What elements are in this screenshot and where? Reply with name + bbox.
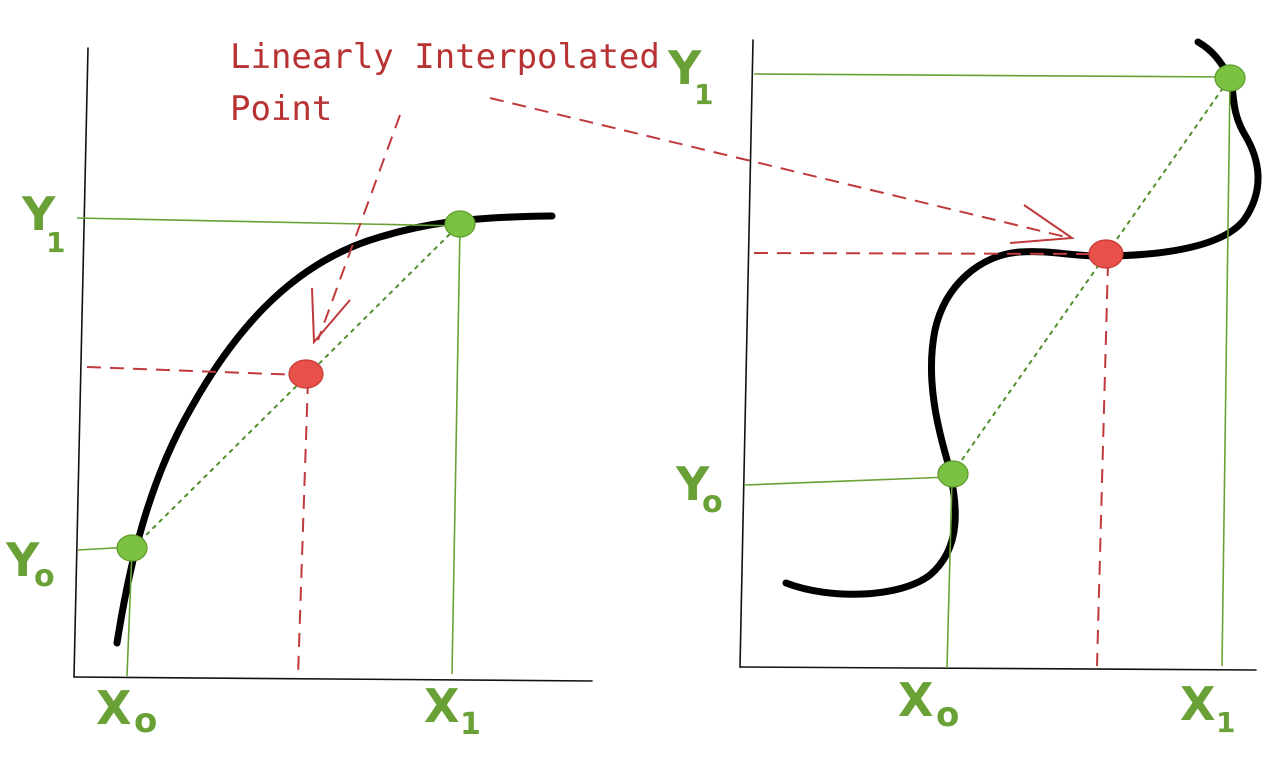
arrow-head-right <box>1009 204 1075 244</box>
left-x0-var: X <box>96 681 131 735</box>
left-y1-var: Y <box>21 187 56 241</box>
right-x0-sub: o <box>936 695 959 735</box>
right-x1-var: X <box>1180 677 1215 731</box>
arrow-to-right-point <box>489 97 1071 239</box>
left-y1-guide <box>76 217 461 227</box>
right-y0-sub: o <box>702 485 723 520</box>
left-y0-var: Y <box>5 533 40 587</box>
right-y1-sub: 1 <box>694 78 713 111</box>
left-label-y1: Y 1 <box>21 187 65 259</box>
right-interpolation-line <box>951 77 1231 475</box>
left-label-x0: X o <box>96 681 157 741</box>
annotation-arrows <box>311 97 1075 345</box>
right-y-axis <box>739 39 754 668</box>
left-interpolated-point <box>288 359 324 389</box>
left-point-x1y1 <box>444 210 476 238</box>
left-red-horizontal-dash <box>86 366 301 376</box>
right-red-vertical-dash <box>1096 261 1109 667</box>
arrow-head-left <box>311 287 351 345</box>
right-label-x1: X 1 <box>1180 677 1235 739</box>
left-plot <box>73 47 593 682</box>
right-y0-var: Y <box>675 457 710 511</box>
right-label-y0: Y o <box>675 457 723 520</box>
right-x0-var: X <box>898 673 933 727</box>
right-point-x1y1 <box>1214 64 1246 92</box>
left-curve <box>113 212 556 647</box>
annotation-line-1: Linearly Interpolated <box>230 37 660 77</box>
left-x1-sub: 1 <box>460 707 481 742</box>
right-plot <box>739 38 1262 671</box>
right-y1-guide <box>753 73 1229 78</box>
right-y1-var: Y <box>667 41 702 95</box>
left-x-axis <box>73 676 593 682</box>
right-point-x0y0 <box>937 460 969 488</box>
left-x0-sub: o <box>134 701 157 741</box>
right-interpolated-point <box>1088 239 1124 269</box>
left-x0-guide <box>126 549 133 677</box>
arrow-to-left-point <box>317 114 401 341</box>
left-y1-sub: 1 <box>46 226 65 259</box>
left-label-x1: X 1 <box>424 679 481 742</box>
right-curve <box>782 38 1262 598</box>
left-y0-sub: o <box>34 559 55 594</box>
left-point-x0y0 <box>116 534 148 562</box>
right-y0-guide <box>743 476 951 486</box>
right-x1-sub: 1 <box>1216 706 1235 739</box>
annotation-line-2: Point <box>230 89 332 129</box>
right-label-x0: X o <box>898 673 959 735</box>
right-red-horizontal-dash <box>753 252 1097 255</box>
left-red-vertical-dash <box>297 379 309 677</box>
right-x-axis <box>739 666 1257 671</box>
right-x0-guide <box>946 479 953 669</box>
right-x1-guide <box>1221 79 1231 667</box>
left-x1-guide <box>451 225 461 675</box>
right-label-y1: Y 1 <box>667 41 713 111</box>
left-x1-var: X <box>424 679 459 733</box>
left-y-axis <box>73 47 89 678</box>
left-label-y0: Y o <box>5 533 55 594</box>
